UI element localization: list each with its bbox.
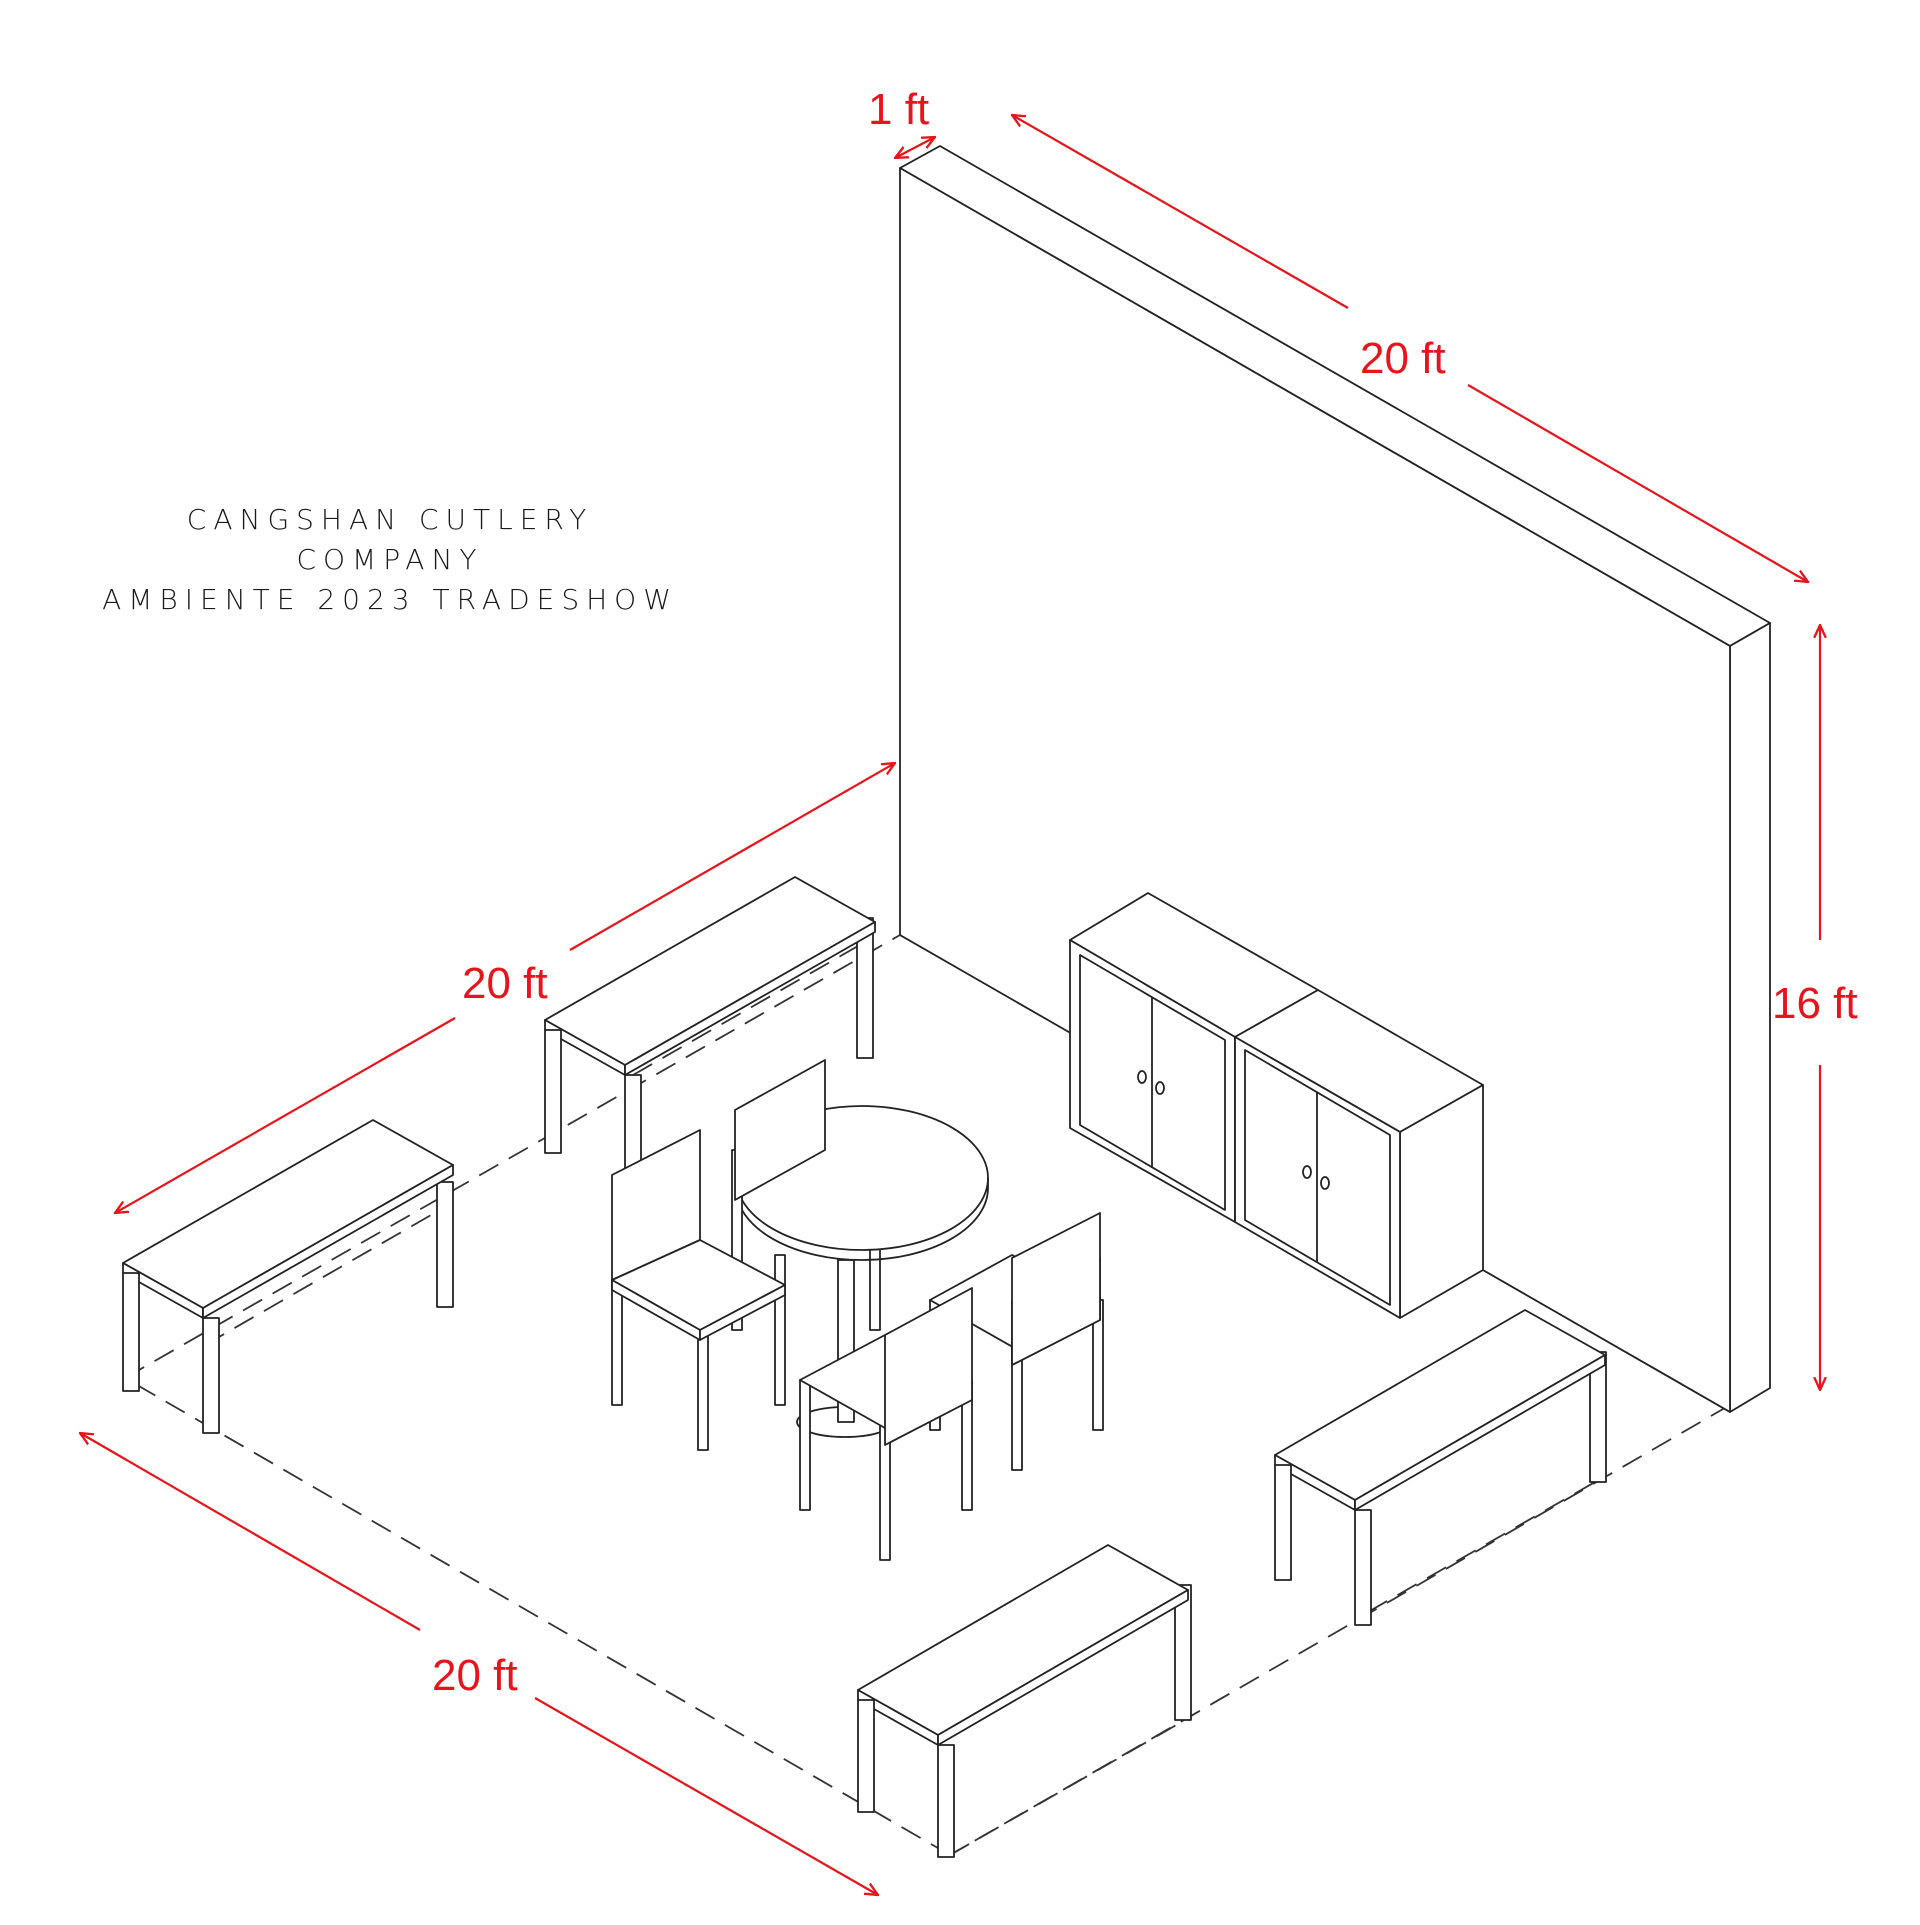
chair-front	[799, 1287, 973, 1561]
table-back-left	[544, 876, 876, 1191]
dim-label-wall-thickness: 1 ft	[868, 85, 929, 134]
chair-left	[611, 1129, 786, 1451]
cabinet-knob	[1320, 1176, 1330, 1190]
cabinet-knob	[1155, 1081, 1165, 1095]
dimension-wall-thickness: 1 ft	[868, 85, 935, 158]
dim-label-wall-length: 20 ft	[1360, 334, 1446, 383]
dimension-floor-front: 20 ft	[80, 1433, 878, 1895]
dimension-floor-depth: 20 ft	[115, 763, 895, 1213]
table-front	[857, 1544, 1192, 1858]
dim-label-floor-front: 20 ft	[432, 1651, 518, 1700]
title-company: CANGSHAN CUTLERY COMPANY	[186, 503, 594, 576]
table-far-left	[122, 1119, 454, 1434]
dimension-wall-length: 20 ft	[1012, 115, 1808, 582]
back-wall	[899, 145, 1771, 1413]
dim-label-wall-height: 16 ft	[1772, 979, 1858, 1028]
dimension-wall-height: 16 ft	[1772, 625, 1858, 1390]
chair-back	[731, 1059, 826, 1331]
cabinet-knob	[1137, 1070, 1147, 1084]
cabinet-knob	[1302, 1165, 1312, 1179]
title-event: AMBIENTE 2023 TRADESHOW	[102, 583, 678, 616]
drawing-title: CANGSHAN CUTLERY COMPANY AMBIENTE 2023 T…	[90, 500, 690, 620]
chair-right	[929, 1212, 1104, 1471]
cabinet-right	[1234, 989, 1484, 1319]
dim-label-floor-depth: 20 ft	[462, 959, 548, 1008]
table-right	[1274, 1309, 1607, 1626]
